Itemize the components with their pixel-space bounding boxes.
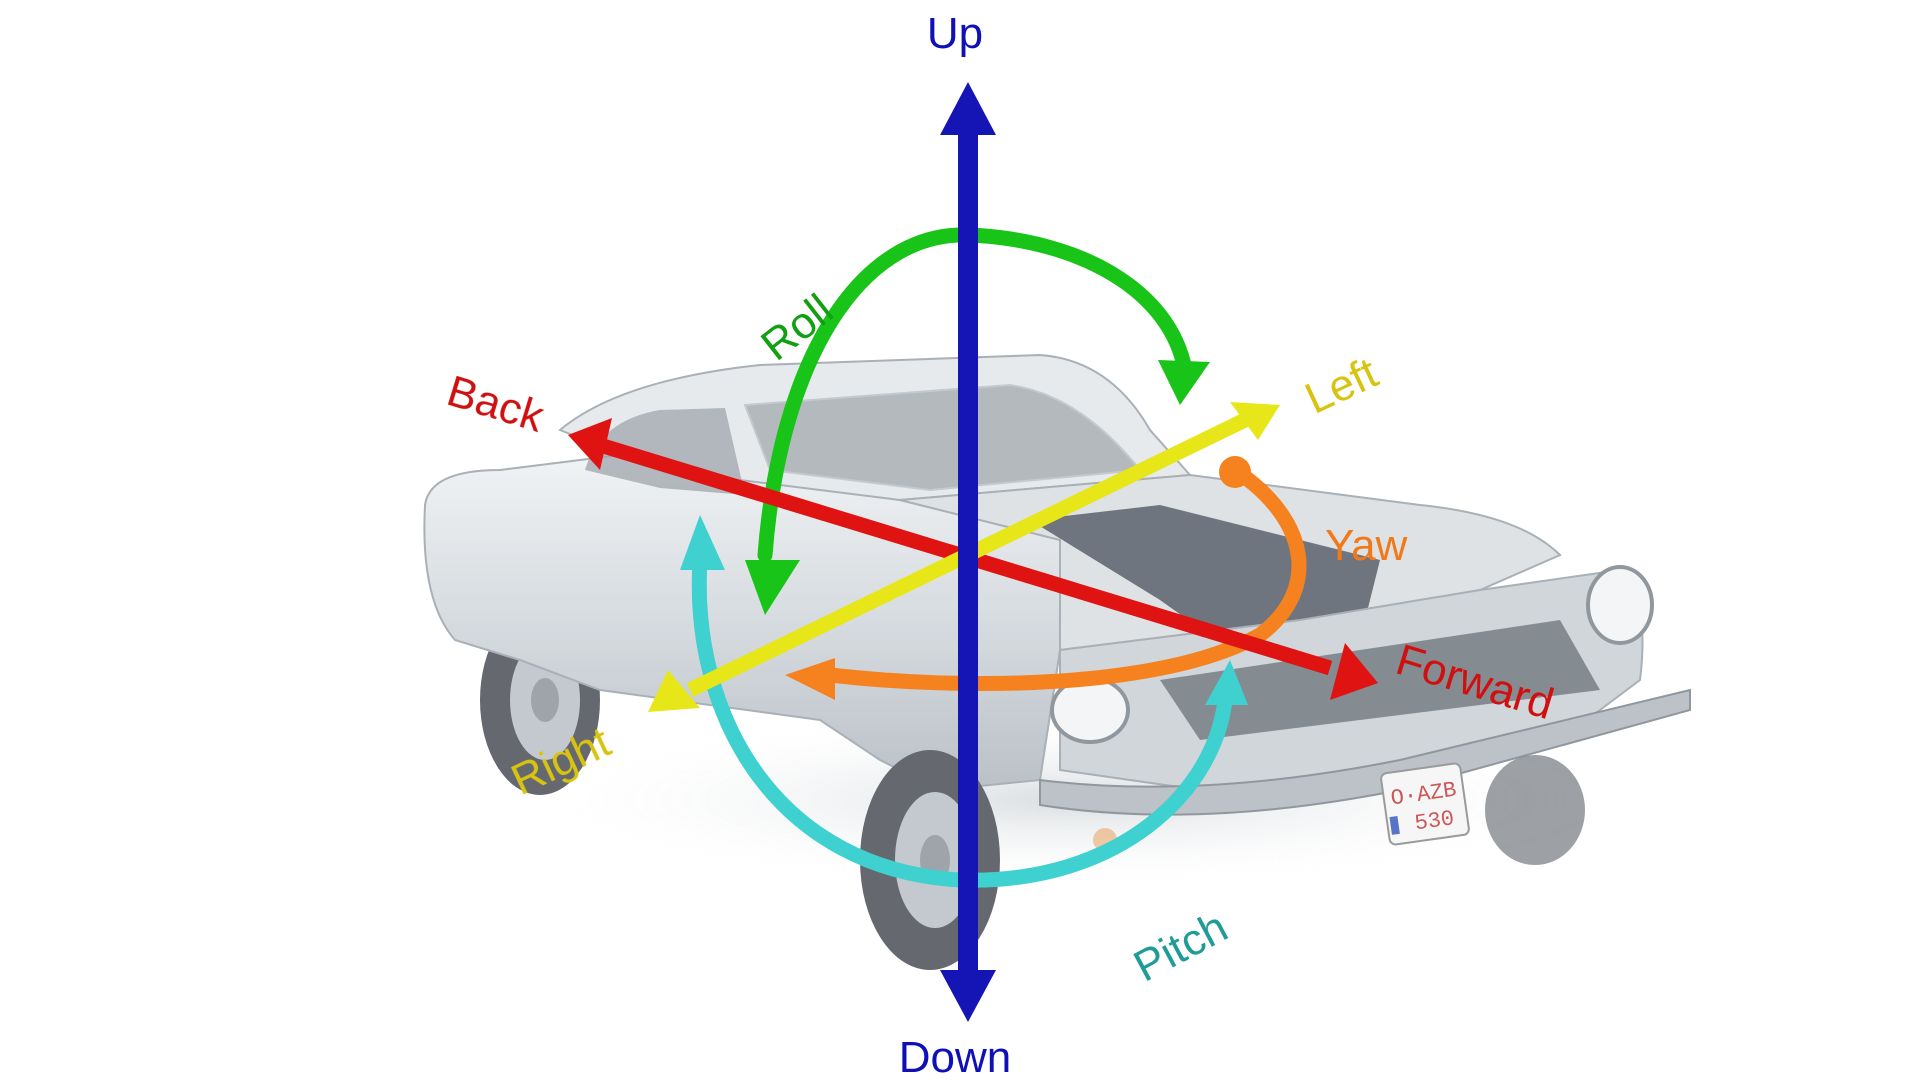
label-yaw: Yaw: [1325, 521, 1408, 570]
pitch-arrow: [680, 515, 1248, 888]
car-illustration: O·AZB 530: [423, 353, 1691, 970]
vertical-axis: [940, 82, 996, 1022]
car-grille: [1160, 620, 1600, 740]
car-bumper: [1039, 688, 1691, 816]
label-left: Left: [1298, 348, 1385, 423]
label-roll: Roll: [752, 285, 842, 370]
roll-arrow: [745, 227, 1210, 615]
yaw-arrow: [785, 456, 1307, 700]
label-pitch: Pitch: [1126, 902, 1235, 991]
label-back: Back: [442, 366, 551, 442]
car-headlight-left: [1586, 565, 1654, 645]
license-plate: O·AZB 530: [1380, 762, 1470, 846]
label-up: Up: [927, 9, 983, 58]
license-plate-line-2: 530: [1413, 806, 1456, 836]
label-down: Down: [899, 1033, 1012, 1080]
car-front-left-wheel: [1485, 755, 1585, 865]
